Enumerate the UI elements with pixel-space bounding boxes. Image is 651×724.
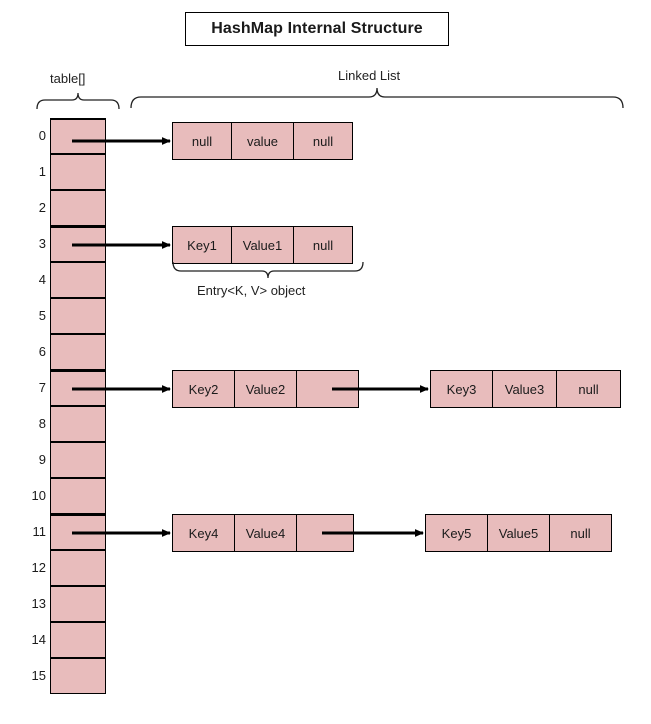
table-index-3: 3 bbox=[38, 236, 46, 251]
entry-key-cell: Key5 bbox=[425, 514, 488, 552]
table-index-7: 7 bbox=[38, 380, 46, 395]
table-cell-15[interactable] bbox=[50, 658, 106, 694]
entry-value-cell: Value4 bbox=[234, 514, 297, 552]
entry-next-cell: null bbox=[556, 370, 621, 408]
table-index-4: 4 bbox=[38, 272, 46, 287]
table-index-13: 13 bbox=[31, 596, 46, 611]
table-index-9: 9 bbox=[38, 452, 46, 467]
table-cell-5[interactable] bbox=[50, 298, 106, 334]
table-cell-13[interactable] bbox=[50, 586, 106, 622]
entry-next-cell: null bbox=[293, 226, 353, 264]
entry-key-cell: null bbox=[172, 122, 232, 160]
entry-value-cell: Value1 bbox=[231, 226, 294, 264]
table-cell-12[interactable] bbox=[50, 550, 106, 586]
table-index-5: 5 bbox=[38, 308, 46, 323]
entry-bracket-label: Entry<K, V> object bbox=[197, 283, 306, 298]
table-bracket-label: table[] bbox=[50, 71, 86, 86]
table-cell-2[interactable] bbox=[50, 190, 106, 226]
entry-key-cell: Key4 bbox=[172, 514, 235, 552]
table-cell-9[interactable] bbox=[50, 442, 106, 478]
table-cell-14[interactable] bbox=[50, 622, 106, 658]
table-index-6: 6 bbox=[38, 344, 46, 359]
table-cell-6[interactable] bbox=[50, 334, 106, 370]
entry-next-cell: null bbox=[549, 514, 612, 552]
table-index-14: 14 bbox=[31, 632, 46, 647]
table-cell-8[interactable] bbox=[50, 406, 106, 442]
table-cell-10[interactable] bbox=[50, 478, 106, 514]
table-index-2: 2 bbox=[38, 200, 46, 215]
entry-brace-icon bbox=[172, 261, 364, 279]
table-index-10: 10 bbox=[31, 488, 46, 503]
page-title: HashMap Internal Structure bbox=[211, 20, 423, 37]
table-cell-1[interactable] bbox=[50, 154, 106, 190]
linked-list-brace-icon bbox=[130, 87, 624, 109]
entry-key-cell: Key1 bbox=[172, 226, 232, 264]
entry-next-cell: null bbox=[293, 122, 353, 160]
table-index-12: 12 bbox=[31, 560, 46, 575]
entry-value-cell: Value3 bbox=[492, 370, 557, 408]
table-index-15: 15 bbox=[31, 668, 46, 683]
entry-key-cell: Key2 bbox=[172, 370, 235, 408]
diagram-title-box: HashMap Internal Structure bbox=[185, 12, 449, 46]
table-cell-4[interactable] bbox=[50, 262, 106, 298]
linked-list-bracket-label: Linked List bbox=[338, 68, 401, 83]
table-cell-0[interactable] bbox=[50, 118, 106, 154]
table-index-1: 1 bbox=[38, 164, 46, 179]
table-index-11: 11 bbox=[32, 524, 47, 539]
table-brace-icon bbox=[36, 92, 120, 110]
table-index-8: 8 bbox=[38, 416, 46, 431]
table-index-0: 0 bbox=[38, 128, 46, 143]
entry-value-cell: Value2 bbox=[234, 370, 297, 408]
